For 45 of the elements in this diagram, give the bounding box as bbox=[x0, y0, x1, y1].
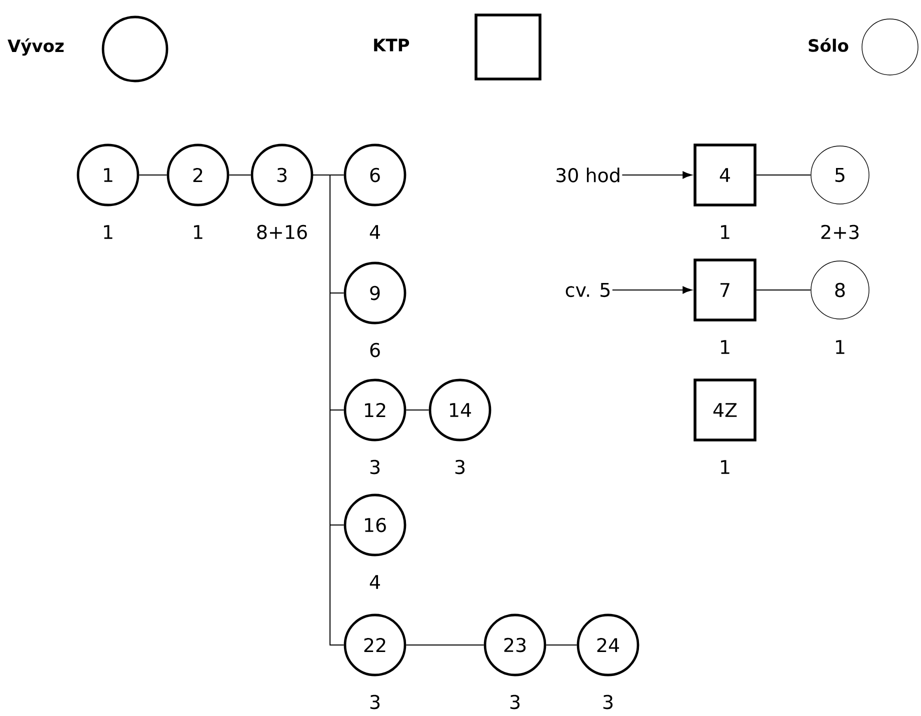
square-node: 4 bbox=[694, 144, 756, 206]
connector bbox=[406, 644, 484, 646]
circle-node: 23 bbox=[484, 614, 546, 676]
count-label: 4 bbox=[370, 575, 380, 589]
legend-label: Sólo bbox=[808, 38, 848, 52]
circle-node: 22 bbox=[344, 614, 406, 676]
connector bbox=[228, 174, 252, 176]
legend-label: KTP bbox=[374, 38, 410, 52]
count-label: 8+16 bbox=[257, 224, 307, 240]
square-node: 7 bbox=[694, 258, 756, 322]
count-label: 2+3 bbox=[821, 224, 859, 240]
circle-node: 3 bbox=[250, 144, 314, 206]
count-label: 3 bbox=[603, 694, 613, 710]
legend-label: Vývoz bbox=[8, 38, 64, 56]
count-label: 3 bbox=[370, 460, 380, 474]
count-label: 6 bbox=[370, 342, 380, 358]
circle-node: 6 bbox=[344, 144, 406, 206]
count-label: 3 bbox=[510, 694, 520, 710]
circle-node: 8 bbox=[810, 260, 870, 320]
count-label: 3 bbox=[370, 694, 380, 710]
count-label: 1 bbox=[836, 340, 844, 354]
connector bbox=[546, 644, 578, 646]
count-label: 3 bbox=[455, 460, 465, 474]
connector bbox=[612, 286, 692, 294]
circle-node: 1 bbox=[76, 144, 140, 206]
count-label: 1 bbox=[721, 340, 730, 354]
square-node: 4Z bbox=[694, 378, 756, 442]
circle-node: 16 bbox=[344, 494, 406, 556]
connector bbox=[756, 174, 812, 176]
connector bbox=[138, 174, 168, 176]
count-label: 1 bbox=[104, 225, 112, 239]
count-label: 1 bbox=[721, 460, 730, 474]
input-label: 30 hod bbox=[556, 168, 620, 182]
circle-node: 24 bbox=[576, 614, 640, 676]
connector bbox=[622, 171, 692, 179]
circle-node: 9 bbox=[344, 262, 406, 324]
circle-node: 12 bbox=[344, 378, 406, 442]
circle-node: 14 bbox=[428, 378, 492, 442]
count-label: 4 bbox=[370, 225, 380, 239]
count-label: 1 bbox=[721, 225, 730, 239]
input-label: cv. 5 bbox=[566, 282, 610, 298]
count-label: 1 bbox=[194, 225, 202, 239]
circle-node: 5 bbox=[810, 146, 870, 204]
circle-node: 2 bbox=[166, 144, 230, 206]
connector bbox=[312, 174, 344, 646]
